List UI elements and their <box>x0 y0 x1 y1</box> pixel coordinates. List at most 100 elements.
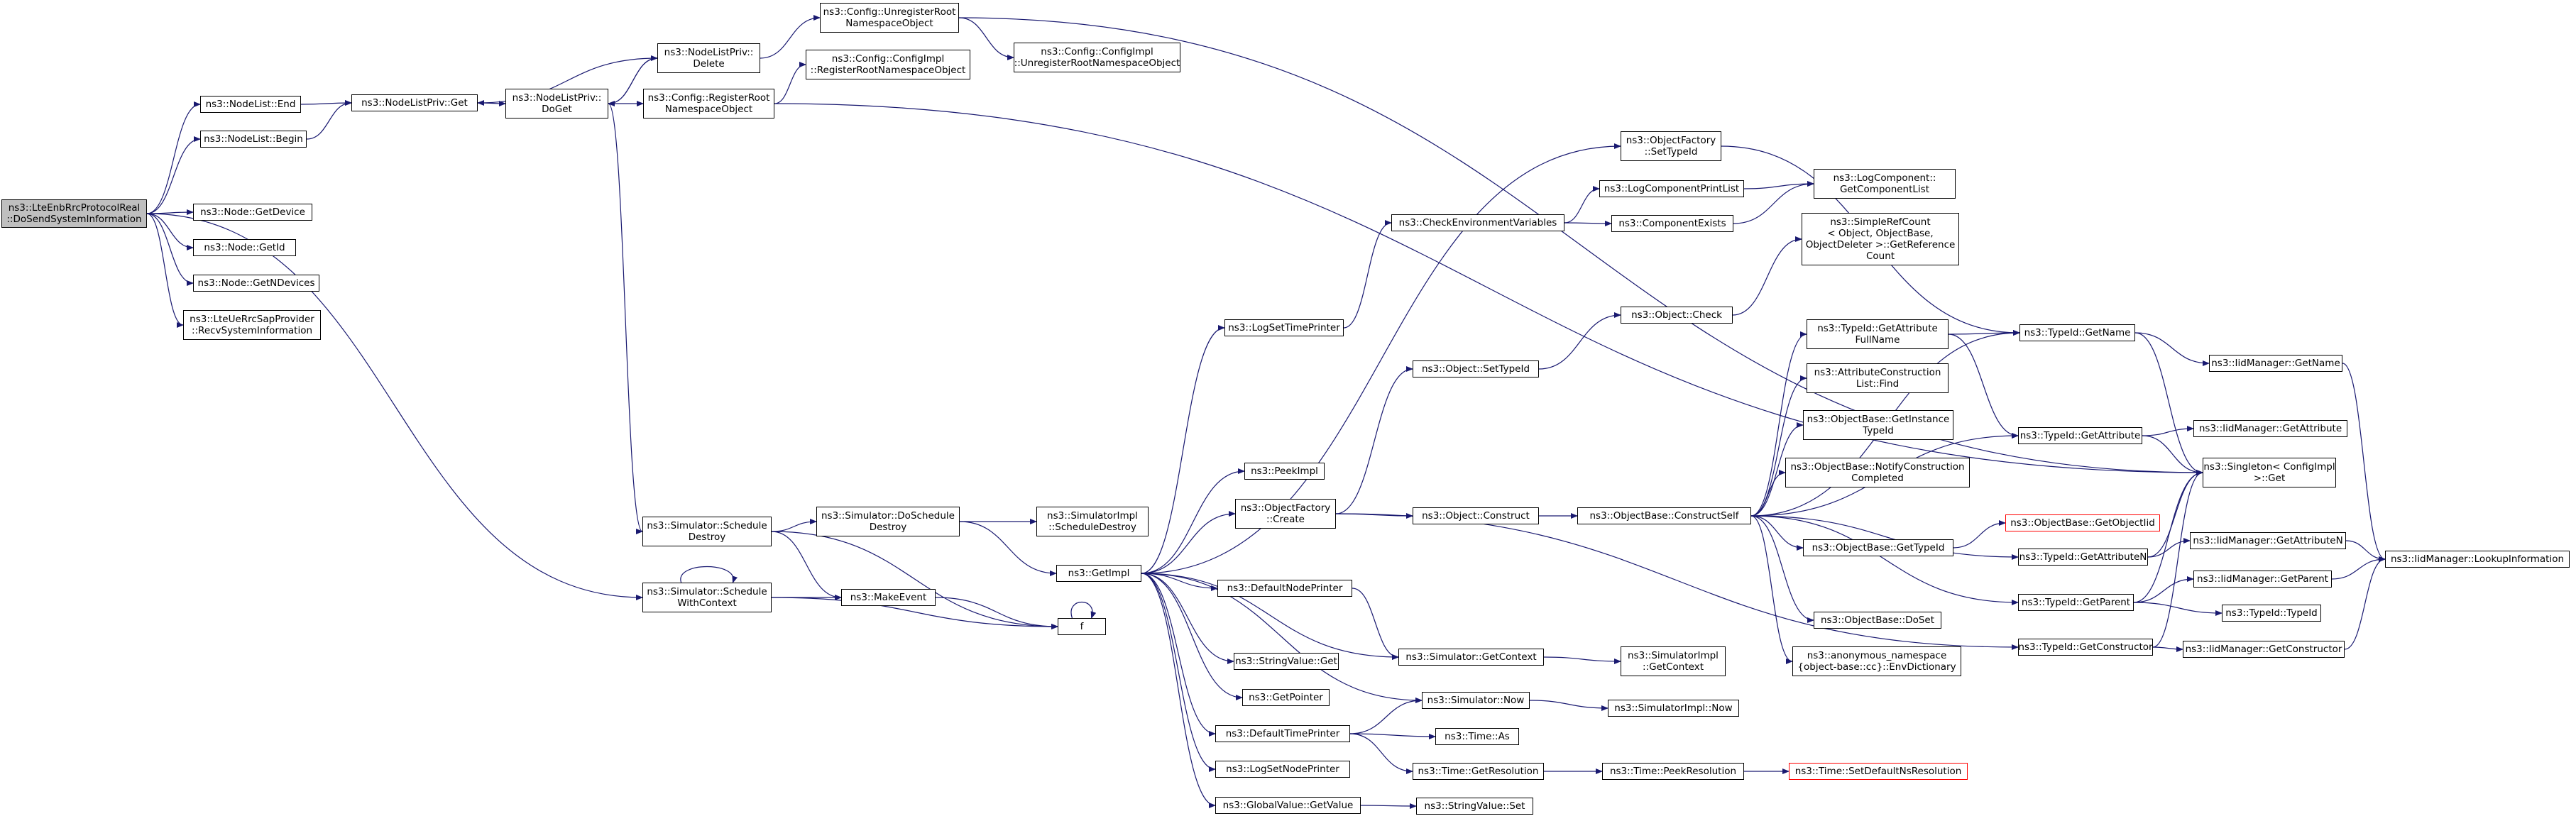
node-typeid-getname[interactable]: ns3::TypeId::GetName <box>2019 324 2135 341</box>
node-getimpl[interactable]: ns3::GetImpl <box>1056 565 1141 582</box>
node-label-line: ns3::LteUeRrcSapProvider <box>190 314 314 325</box>
node-time-setdefault[interactable]: ns3::Time::SetDefaultNsResolution <box>1789 763 1968 780</box>
node-nlp-delete[interactable]: ns3::NodeListPriv::Delete <box>657 43 760 73</box>
node-typeid-getparent[interactable]: ns3::TypeId::GetParent <box>2018 594 2134 611</box>
node-getpointer[interactable]: ns3::GetPointer <box>1242 689 1330 706</box>
edge-checkenv-to-logcomponentprintlist <box>1564 186 1600 224</box>
edge-typeid-getname-to-iidmgr-getname <box>2134 332 2210 366</box>
node-label-line: ns3::ObjectBase::GetInstance <box>1807 414 1950 425</box>
node-ltesap-recv[interactable]: ns3::LteUeRrcSapProvider::RecvSystemInfo… <box>183 310 321 340</box>
node-f[interactable]: f <box>1058 618 1106 635</box>
node-nlp-get[interactable]: ns3::NodeListPriv::Get <box>351 94 478 111</box>
node-objbase-doset[interactable]: ns3::ObjectBase::DoSet <box>1814 612 1941 629</box>
node-root[interactable]: ns3::LteEnbRrcProtocolReal::DoSendSystem… <box>1 199 147 228</box>
node-label-line: {object-base::cc}::EnvDictionary <box>1797 661 1956 673</box>
node-node-getdevice[interactable]: ns3::Node::GetDevice <box>193 204 312 221</box>
edge-sim-scheddestroy-to-sim-doscheddestroy <box>771 519 817 532</box>
node-defaultnodeprinter[interactable]: ns3::DefaultNodePrinter <box>1217 580 1352 597</box>
node-stringvalue-get[interactable]: ns3::StringValue::Get <box>1234 653 1339 670</box>
node-object-check[interactable]: ns3::Object::Check <box>1621 307 1733 324</box>
node-label-line: ::ScheduleDestroy <box>1048 522 1136 533</box>
node-iidmgr-getconstructor[interactable]: ns3::IidManager::GetConstructor <box>2183 641 2345 658</box>
node-nodelist-end[interactable]: ns3::NodeList::End <box>200 96 301 113</box>
node-label-line: ns3::PeekImpl <box>1251 465 1318 477</box>
node-label-line: Destroy <box>688 531 726 543</box>
node-label-line: Completed <box>1851 473 1904 484</box>
node-checkenv[interactable]: ns3::CheckEnvironmentVariables <box>1391 214 1564 231</box>
node-singleton-get[interactable]: ns3::Singleton< ConfigImpl>::Get <box>2203 458 2336 487</box>
node-label-line: ns3::LogComponent:: <box>1833 172 1936 184</box>
node-logsettimeprinter[interactable]: ns3::LogSetTimePrinter <box>1224 319 1344 336</box>
node-objbase-constructself[interactable]: ns3::ObjectBase::ConstructSelf <box>1577 507 1751 524</box>
node-componentexists[interactable]: ns3::ComponentExists <box>1611 215 1733 232</box>
node-logcomponentprintlist[interactable]: ns3::LogComponentPrintList <box>1599 180 1744 197</box>
node-simplerefcount[interactable]: ns3::SimpleRefCount< Object, ObjectBase,… <box>1802 213 1959 265</box>
node-iidmgr-lookup[interactable]: ns3::IidManager::LookupInformation <box>2385 551 2570 568</box>
node-iidmgr-getattributen[interactable]: ns3::IidManager::GetAttributeN <box>2190 532 2346 549</box>
edge-iidmgr-getattributen-to-iidmgr-lookup <box>2345 540 2386 562</box>
node-label-line: ns3::Time::SetDefaultNsResolution <box>1794 766 1962 777</box>
node-peekimpl[interactable]: ns3::PeekImpl <box>1244 463 1325 480</box>
node-label-line: ns3::NodeList::Begin <box>204 133 303 145</box>
node-iidmgr-getparent[interactable]: ns3::IidManager::GetParent <box>2193 571 2332 588</box>
node-label-line: ns3::Object::Construct <box>1422 510 1530 522</box>
node-label-line: ns3::ObjectFactory <box>1240 502 1331 514</box>
node-logcomponent-getlist[interactable]: ns3::LogComponent::GetComponentList <box>1814 169 1956 199</box>
node-label-line: ns3::Singleton< ConfigImpl <box>2203 461 2335 473</box>
node-objfactory-create[interactable]: ns3::ObjectFactory::Create <box>1235 499 1336 529</box>
node-logsetnodeprinter[interactable]: ns3::LogSetNodePrinter <box>1215 761 1350 778</box>
node-simimpl-scheddestroy[interactable]: ns3::SimulatorImpl::ScheduleDestroy <box>1036 507 1149 536</box>
node-label-line: ns3::ObjectBase::NotifyConstruction <box>1790 461 1965 473</box>
node-makeevent[interactable]: ns3::MakeEvent <box>841 589 936 606</box>
node-label-line: ns3::TypeId::GetAttribute <box>1817 323 1938 334</box>
node-simimpl-now[interactable]: ns3::SimulatorImpl::Now <box>1608 700 1739 717</box>
node-time-peekres[interactable]: ns3::Time::PeekResolution <box>1602 763 1744 780</box>
node-objbase-getobjectiid[interactable]: ns3::ObjectBase::GetObjectIid <box>2005 514 2160 531</box>
node-label-line: ns3::TypeId::GetParent <box>2021 597 2131 608</box>
node-node-getndevices[interactable]: ns3::Node::GetNDevices <box>193 275 319 292</box>
node-label-line: ns3::GlobalValue::GetValue <box>1222 800 1354 811</box>
node-label-line: ns3::IidManager::GetName <box>2211 358 2340 369</box>
node-typeid-getattribute[interactable]: ns3::TypeId::GetAttribute <box>2018 427 2142 444</box>
node-objbase-gettypeid[interactable]: ns3::ObjectBase::GetTypeId <box>1803 539 1953 556</box>
node-label-line: Count <box>1865 250 1895 262</box>
node-typeid-typeid[interactable]: ns3::TypeId::TypeId <box>2222 605 2321 622</box>
node-nodelist-begin[interactable]: ns3::NodeList::Begin <box>200 131 307 148</box>
node-defaulttimeprinter[interactable]: ns3::DefaultTimePrinter <box>1215 725 1350 742</box>
node-cfgimpl-unreg[interactable]: ns3::Config::ConfigImpl::UnregisterRootN… <box>1014 43 1180 72</box>
edge-objbase-constructself-to-typeid-getattrfullname <box>1750 331 1807 517</box>
node-iidmgr-getname[interactable]: ns3::IidManager::GetName <box>2209 355 2342 372</box>
node-typeid-getconstructor[interactable]: ns3::TypeId::GetConstructor <box>2018 639 2153 656</box>
node-stringvalue-set[interactable]: ns3::StringValue::Set <box>1416 798 1533 815</box>
node-typeid-getattributen[interactable]: ns3::TypeId::GetAttributeN <box>2018 549 2148 566</box>
node-object-construct[interactable]: ns3::Object::Construct <box>1413 507 1539 524</box>
node-anon-envdict[interactable]: ns3::anonymous_namespace{object-base::cc… <box>1792 646 1961 676</box>
node-simimpl-getcontext[interactable]: ns3::SimulatorImpl::GetContext <box>1621 646 1726 676</box>
edge-makeevent-to-f <box>935 597 1058 629</box>
node-cfgimpl-reg[interactable]: ns3::Config::ConfigImpl::RegisterRootNam… <box>806 50 970 79</box>
node-sim-now[interactable]: ns3::Simulator::Now <box>1422 692 1530 709</box>
node-globalvalue-getvalue[interactable]: ns3::GlobalValue::GetValue <box>1215 797 1361 814</box>
node-node-getid[interactable]: ns3::Node::GetId <box>193 239 296 256</box>
node-label-line: ns3::Node::GetId <box>204 242 285 253</box>
node-time-getres[interactable]: ns3::Time::GetResolution <box>1413 763 1544 780</box>
edge-root-to-node-getndevices <box>146 213 194 286</box>
node-nlp-doget[interactable]: ns3::NodeListPriv::DoGet <box>505 89 608 119</box>
node-label-line: ns3::anonymous_namespace <box>1807 650 1947 661</box>
node-objfactory-settypeid[interactable]: ns3::ObjectFactory::SetTypeId <box>1621 131 1721 161</box>
node-object-settypeid[interactable]: ns3::Object::SetTypeId <box>1413 360 1539 378</box>
edge-typeid-getconstructor-to-iidmgr-getconstructor <box>2152 646 2183 652</box>
node-iidmgr-getattribute[interactable]: ns3::IidManager::GetAttribute <box>2193 420 2347 437</box>
node-sim-getcontext[interactable]: ns3::Simulator::GetContext <box>1398 649 1544 666</box>
node-time-as[interactable]: ns3::Time::As <box>1435 728 1519 745</box>
